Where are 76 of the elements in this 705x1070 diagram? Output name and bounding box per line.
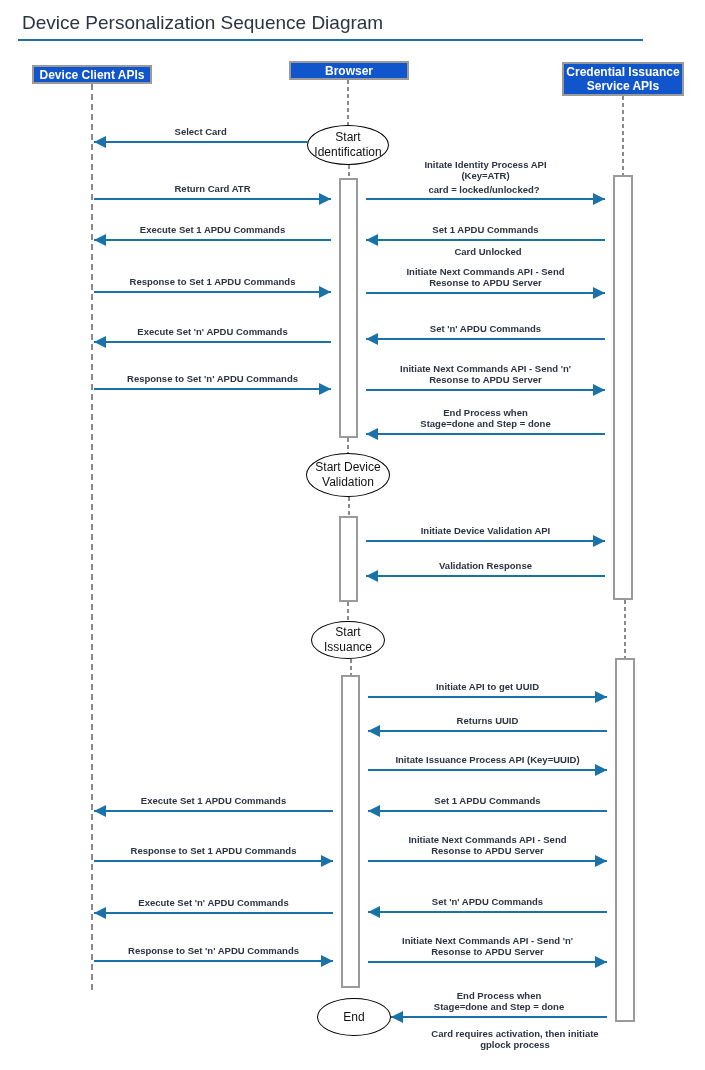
note-text: card = locked/unlocked?	[427, 184, 541, 195]
edge-label: Set 1 APDU Commands	[431, 224, 540, 235]
arrow	[367, 906, 608, 918]
arrow	[367, 855, 608, 867]
edge-label: Initate Issuance Process API (Key=UUID)	[395, 754, 580, 765]
edge-label: Response to Set 1 APDU Commands	[128, 276, 297, 287]
edge-label: Select Card	[173, 126, 228, 137]
lifeline-segment	[347, 601, 349, 622]
arrow	[365, 333, 606, 345]
arrow	[367, 725, 608, 737]
arrow	[93, 286, 332, 298]
arrow	[93, 907, 334, 919]
edge-label: Execute Set 'n' APDU Commands	[137, 897, 290, 908]
edge-label: Validation Response	[438, 560, 533, 571]
arrow	[367, 956, 608, 968]
activation-bar	[615, 658, 635, 1022]
arrow	[367, 691, 608, 703]
arrow	[367, 764, 608, 776]
state-ellipse: End	[317, 998, 391, 1036]
state-ellipse: Start Issuance	[311, 621, 385, 659]
arrow	[365, 535, 606, 547]
edge-label: Response to Set 1 APDU Commands	[129, 845, 298, 856]
edge-label: Execute Set 1 APDU Commands	[139, 795, 288, 806]
activation-bar	[613, 175, 633, 600]
participant-box: Device Client APIs	[32, 65, 152, 84]
lifeline-segment	[624, 599, 626, 659]
activation-bar	[339, 516, 358, 602]
participant-box: Browser	[289, 61, 409, 80]
diagram-title: Device Personalization Sequence Diagram	[22, 12, 384, 34]
arrow	[365, 428, 606, 440]
lifeline-segment	[348, 496, 350, 517]
arrow	[93, 955, 334, 967]
edge-label: End Process when Stage=done and Step = done	[419, 407, 552, 429]
edge-label: Set 'n' APDU Commands	[430, 896, 545, 907]
arrow	[365, 287, 606, 299]
edge-label: Execute Set 1 APDU Commands	[138, 224, 287, 235]
arrow	[93, 136, 309, 148]
lifeline	[91, 84, 93, 990]
arrow	[367, 805, 608, 817]
lifeline-segment	[350, 658, 352, 676]
arrow	[93, 234, 332, 246]
arrow	[93, 805, 334, 817]
arrow	[93, 855, 334, 867]
arrow	[390, 1011, 608, 1023]
arrow	[365, 384, 606, 396]
edge-label: Set 'n' APDU Commands	[428, 323, 543, 334]
activation-bar	[341, 675, 360, 988]
edge-label: Set 1 APDU Commands	[433, 795, 542, 806]
edge-label: Initiate Next Commands API - Send 'n' Resonse to APDU Server	[401, 935, 574, 957]
edge-label: Initiate Next Commands API - Send 'n' Resonse to APDU Server	[399, 363, 572, 385]
activation-bar	[339, 178, 358, 438]
edge-label: Initiate Next Commands API - Send Resonse to APDU Server	[407, 834, 568, 856]
note-text: Card Unlocked	[453, 246, 523, 257]
arrow	[365, 193, 606, 205]
edge-label: Initate Identity Process API (Key=ATR)	[423, 159, 548, 181]
note-text: Card requires activation, then initiate gplock process	[430, 1028, 600, 1050]
edge-label: Execute Set 'n' APDU Commands	[136, 326, 289, 337]
lifeline-segment	[347, 79, 349, 126]
arrow	[365, 234, 606, 246]
arrow	[93, 383, 332, 395]
edge-label: Initiate API to get UUID	[434, 681, 541, 692]
edge-label: End Process when Stage=done and Step = done	[432, 990, 566, 1012]
arrow	[93, 336, 332, 348]
arrow	[93, 193, 332, 205]
lifeline-segment	[348, 164, 350, 179]
state-ellipse: Start Device Validation	[306, 453, 390, 497]
edge-label: Return Card ATR	[173, 183, 252, 194]
arrow	[365, 570, 606, 582]
participant-box: Credential Issuance Service APIs	[562, 62, 684, 96]
edge-label: Initiate Next Commands API - Send Resonse to APDU Server	[405, 266, 566, 288]
state-ellipse: Start Identification	[307, 125, 389, 165]
edge-label: Returns UUID	[455, 715, 520, 726]
edge-label: Initiate Device Validation API	[419, 525, 552, 536]
edge-label: Response to Set 'n' APDU Commands	[127, 945, 300, 956]
lifeline-segment	[622, 95, 624, 176]
edge-label: Response to Set 'n' APDU Commands	[126, 373, 299, 384]
